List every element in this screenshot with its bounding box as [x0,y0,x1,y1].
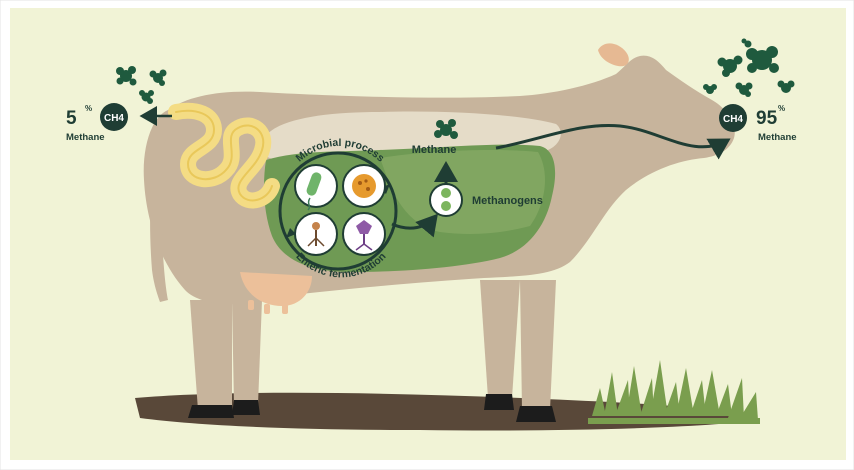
left-percent-value: 5 [66,108,77,129]
ch4-right-label: CH4 [723,114,743,125]
methane-mid-label: Methane [412,144,457,156]
left-percent-sign: % [85,104,92,113]
methanogens-label: Methanogens [472,195,543,207]
microbe-fungi-icon [295,213,337,255]
ch4-left-label: CH4 [104,113,124,124]
microbe-phage-icon [343,213,385,255]
right-percent-value: 95 [756,108,778,129]
left-methane-label: Methane [66,132,105,143]
right-methane-label: Methane [758,132,797,143]
microbe-protozoa-icon [343,165,385,207]
methanogen-icon [430,184,462,216]
right-percent-sign: % [778,104,785,113]
